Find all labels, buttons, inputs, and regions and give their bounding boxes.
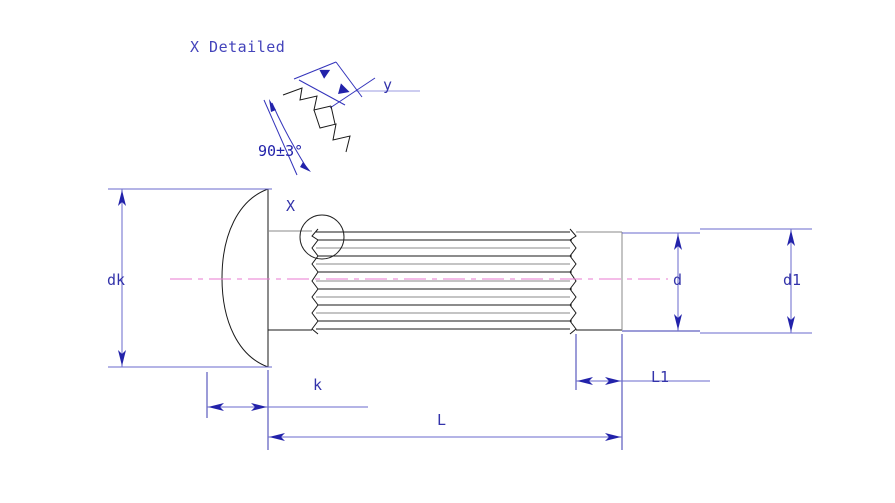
L-arrow-right: [605, 433, 621, 441]
flank-line-diagonal: [298, 79, 346, 106]
dimension-d: d: [622, 232, 700, 332]
d1-label: d1: [783, 271, 801, 289]
detail-callout-circle: [299, 214, 345, 260]
d1-arrow-top: [787, 230, 795, 246]
k-arrow-right: [251, 403, 267, 411]
dimension-k: k: [206, 370, 368, 450]
dk-label: dk: [107, 271, 125, 289]
d-arrow-bottom: [674, 314, 682, 330]
main-view-group: X: [170, 188, 668, 368]
L-label: L: [437, 411, 446, 429]
flank-line-right: [335, 61, 363, 98]
detail-view-title: X Detailed: [190, 38, 285, 56]
y-axis-line: [329, 77, 376, 109]
thread-profile-connector: [330, 105, 336, 125]
detail-arrow-2: [338, 83, 350, 95]
d-label: d: [673, 271, 682, 289]
y-dimension-label: y: [383, 76, 392, 94]
L1-arrow-left: [577, 377, 593, 385]
dk-arrow-bottom: [118, 350, 126, 366]
dimension-d1: d1: [700, 228, 812, 334]
detail-callout-label: X: [286, 197, 295, 215]
d-arrow-top: [674, 234, 682, 250]
L-arrow-left: [269, 433, 285, 441]
k-arrow-left: [208, 403, 224, 411]
dimension-dk: dk: [107, 188, 272, 368]
detail-view-group: X Detailed 90±3° y: [190, 38, 420, 176]
knurled-section: [311, 228, 577, 335]
dk-arrow-top: [118, 190, 126, 206]
angle-arrow-top: [269, 99, 276, 112]
knurl-right-zigzag: [569, 228, 577, 335]
angle-ext-line-left: [263, 99, 298, 176]
angle-dimension-label: 90±3°: [258, 142, 303, 160]
dimension-L: L: [268, 411, 622, 441]
angle-arrow-bottom: [300, 162, 311, 172]
flank-line-top: [293, 61, 337, 80]
d1-arrow-bottom: [787, 316, 795, 332]
k-label: k: [313, 376, 322, 394]
L1-label: L1: [651, 368, 669, 386]
head-dome-profile: [221, 188, 269, 368]
thread-profile-upper: [282, 87, 332, 111]
dimension-L1: L1: [575, 334, 710, 450]
thread-profile-lower: [313, 109, 351, 153]
L1-arrow-right: [605, 377, 621, 385]
detail-arrow-1: [319, 69, 331, 79]
knurl-left-zigzag: [311, 228, 319, 335]
